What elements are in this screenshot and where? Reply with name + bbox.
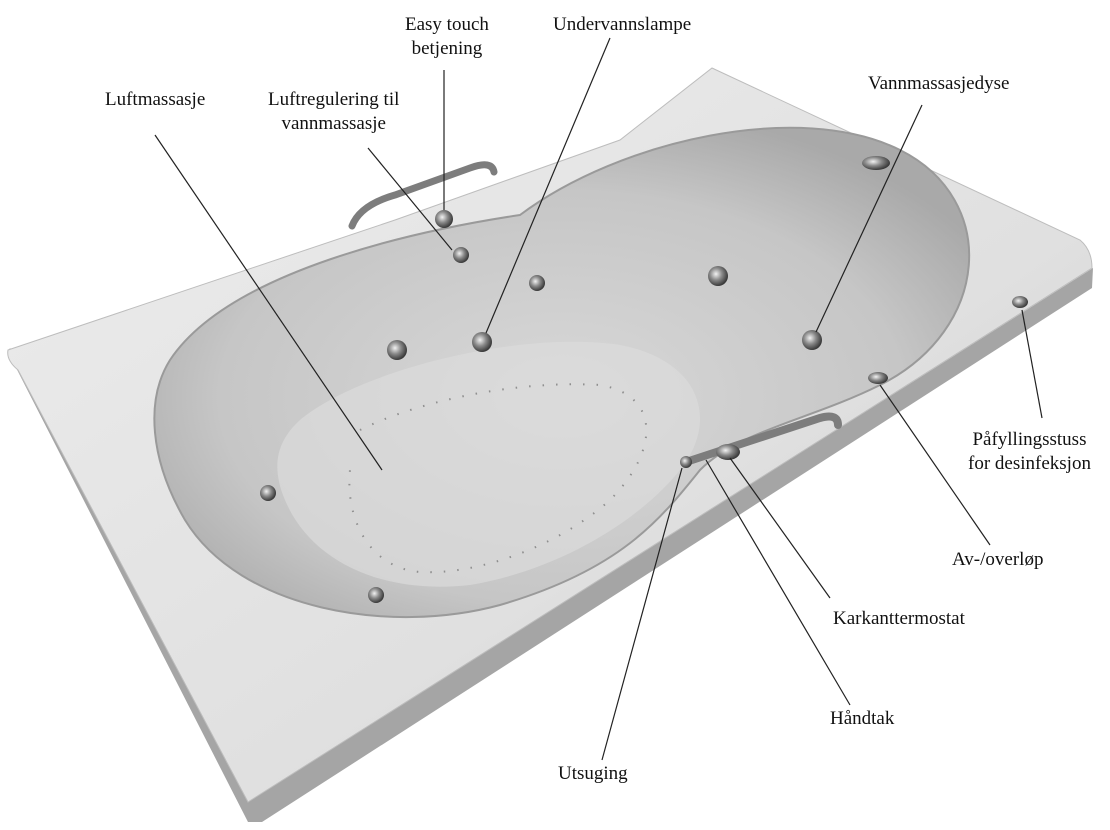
jet	[368, 587, 384, 603]
label-av-overlop: Av-/overløp	[952, 548, 1043, 572]
easy-touch-control	[435, 210, 453, 228]
jet	[708, 266, 728, 286]
rim-fitting	[862, 156, 890, 170]
label-av-overlop-text: Av-/overløp	[952, 548, 1043, 572]
rim-thermostat	[716, 444, 740, 460]
label-easy-touch: Easy touch betjening	[405, 13, 489, 61]
label-karkanttermostat: Karkanttermostat	[833, 607, 965, 631]
label-vannmassasjedyse: Vannmassasjedyse	[868, 72, 1009, 96]
label-utsuging-text: Utsuging	[558, 762, 628, 786]
label-pafyllingsstuss: Påfyllingsstuss for desinfeksjon	[968, 428, 1091, 476]
underwater-lamp	[472, 332, 492, 352]
water-massage-jet	[802, 330, 822, 350]
leader-handtak	[706, 460, 850, 705]
label-pafyllingsstuss-line2: for desinfeksjon	[968, 452, 1091, 476]
label-utsuging: Utsuging	[558, 762, 628, 786]
label-vannmassasjedyse-text: Vannmassasjedyse	[868, 72, 1009, 96]
label-luftmassasje-text: Luftmassasje	[105, 88, 205, 112]
label-easy-touch-line2: betjening	[405, 37, 489, 61]
label-luftregulering-line2: vannmassasje	[268, 112, 399, 136]
label-luftregulering-line1: Luftregulering til	[268, 88, 399, 112]
label-undervannslampe-text: Undervannslampe	[553, 13, 691, 37]
label-undervannslampe: Undervannslampe	[553, 13, 691, 37]
label-luftregulering: Luftregulering til vannmassasje	[268, 88, 399, 136]
jet	[260, 485, 276, 501]
air-regulator-knob	[453, 247, 469, 263]
label-easy-touch-line1: Easy touch	[405, 13, 489, 37]
label-handtak-text: Håndtak	[830, 707, 894, 731]
label-handtak: Håndtak	[830, 707, 894, 731]
jet	[529, 275, 545, 291]
jet	[387, 340, 407, 360]
label-karkanttermostat-text: Karkanttermostat	[833, 607, 965, 631]
label-luftmassasje: Luftmassasje	[105, 88, 205, 112]
disinfection-inlet	[1012, 296, 1028, 308]
label-pafyllingsstuss-line1: Påfyllingsstuss	[968, 428, 1091, 452]
handle-end-fitting	[680, 456, 692, 468]
overflow-drain	[868, 372, 888, 384]
